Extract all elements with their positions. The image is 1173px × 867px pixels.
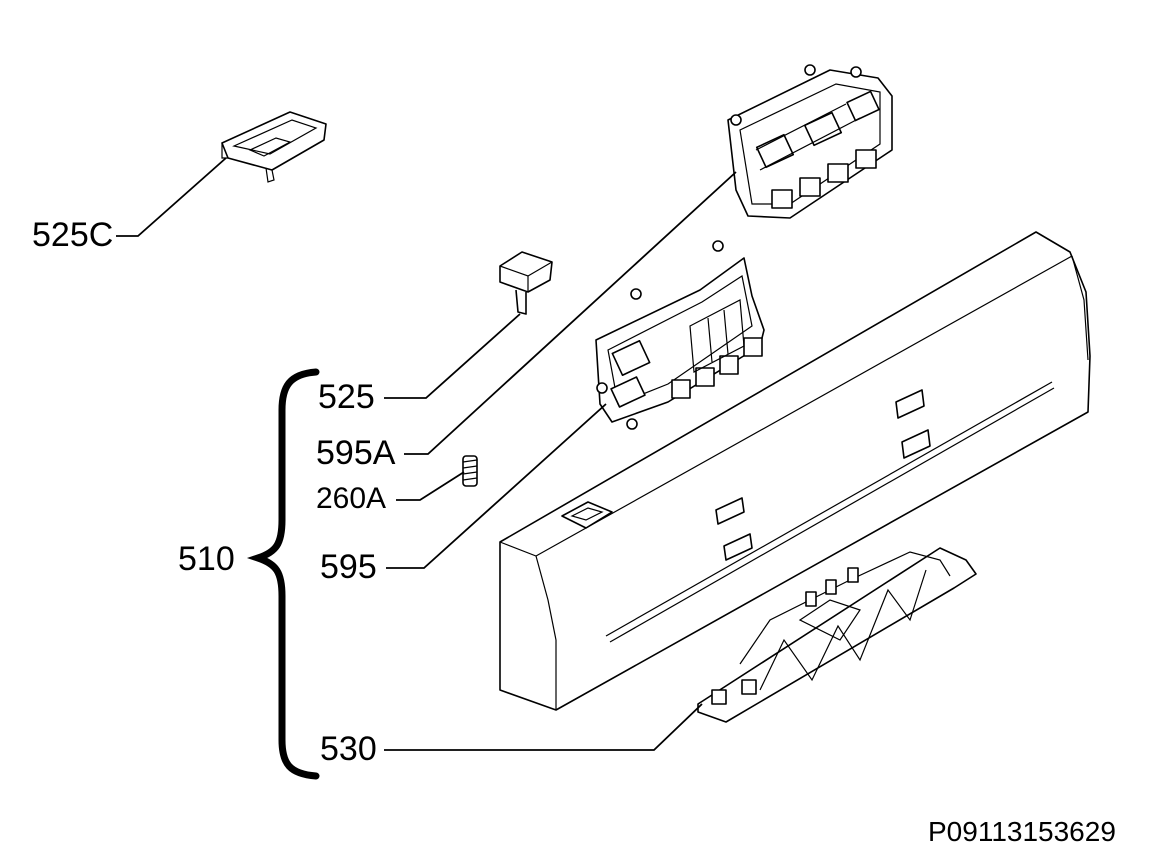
- callout-510: 510: [178, 540, 235, 578]
- part-595a-board-upper: [727, 64, 893, 219]
- callout-595a: 595A: [316, 434, 396, 472]
- leader-595: [386, 403, 607, 569]
- group-brace-510: [246, 368, 320, 780]
- part-595-board-lower: [595, 240, 765, 430]
- part-525-button: [499, 251, 553, 315]
- callout-525: 525: [318, 378, 375, 416]
- callout-525c: 525C: [32, 216, 114, 254]
- leader-530: [384, 703, 703, 751]
- leader-595a: [404, 171, 737, 455]
- callout-260a: 260A: [316, 482, 387, 515]
- part-530-handle: [697, 547, 977, 723]
- callout-595: 595: [320, 548, 377, 586]
- callout-530: 530: [320, 730, 377, 768]
- leader-525: [384, 313, 521, 399]
- drawing-code: P09113153629: [928, 816, 1116, 847]
- leader-260a: [396, 471, 465, 501]
- part-525c-tray: [221, 111, 327, 183]
- part-260a-spring: [462, 455, 478, 487]
- part-510-control-panel: [499, 231, 1091, 711]
- leader-525c: [116, 157, 227, 237]
